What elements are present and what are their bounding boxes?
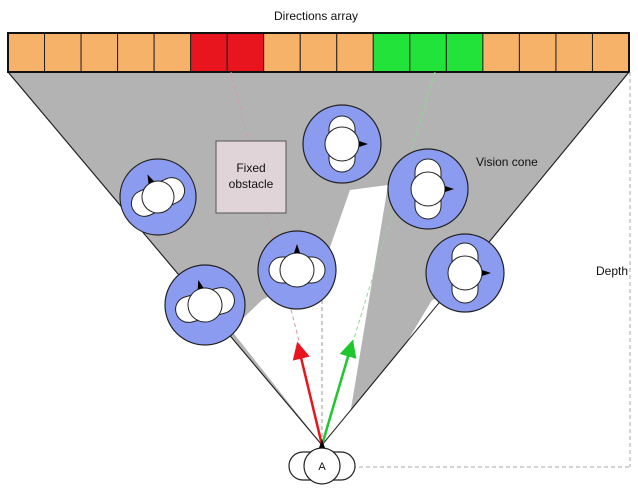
direction-cell-4 xyxy=(117,32,155,73)
direction-cell-1 xyxy=(7,32,46,73)
direction-cell-13 xyxy=(445,32,484,73)
direction-cell-3 xyxy=(80,32,119,73)
direction-cell-16 xyxy=(555,32,593,73)
free-space-left xyxy=(231,270,322,445)
fixed-obstacle xyxy=(215,140,287,214)
direction-cell-15 xyxy=(518,32,557,73)
agent-6 xyxy=(425,233,505,313)
directions-array xyxy=(7,32,630,73)
direction-cell-7 xyxy=(226,32,265,73)
directions-array-outline xyxy=(7,32,630,73)
agent-5 xyxy=(387,148,469,230)
free-space-right xyxy=(322,290,470,445)
agent-2 xyxy=(164,264,246,346)
cone-edge-left xyxy=(7,71,323,446)
agent-a-label: A xyxy=(318,461,326,473)
direction-cell-5 xyxy=(153,32,192,73)
direction-cell-12 xyxy=(409,32,447,73)
depth-label: Depth xyxy=(596,264,628,278)
red-arrow xyxy=(292,341,324,446)
fixed-obstacle-label-line1: Fixed xyxy=(236,161,265,175)
direction-cell-6 xyxy=(190,32,228,73)
direction-cell-8 xyxy=(263,32,301,73)
agent-3 xyxy=(257,230,337,310)
agent-1 xyxy=(119,158,197,236)
green-arrow xyxy=(320,339,357,446)
agent-a: A xyxy=(288,439,356,485)
direction-cell-11 xyxy=(372,32,411,73)
direction-cell-9 xyxy=(299,32,338,73)
fixed-obstacle-label-line2: obstacle xyxy=(229,177,274,191)
agent-4 xyxy=(302,104,382,184)
directions-array-title: Directions array xyxy=(274,9,358,23)
direction-cell-2 xyxy=(44,32,82,73)
direction-cell-10 xyxy=(336,32,374,73)
direction-cell-17 xyxy=(591,32,630,73)
direction-cell-14 xyxy=(482,32,520,73)
vision-cone-label: Vision cone xyxy=(476,155,538,169)
free-space-center xyxy=(322,185,388,445)
